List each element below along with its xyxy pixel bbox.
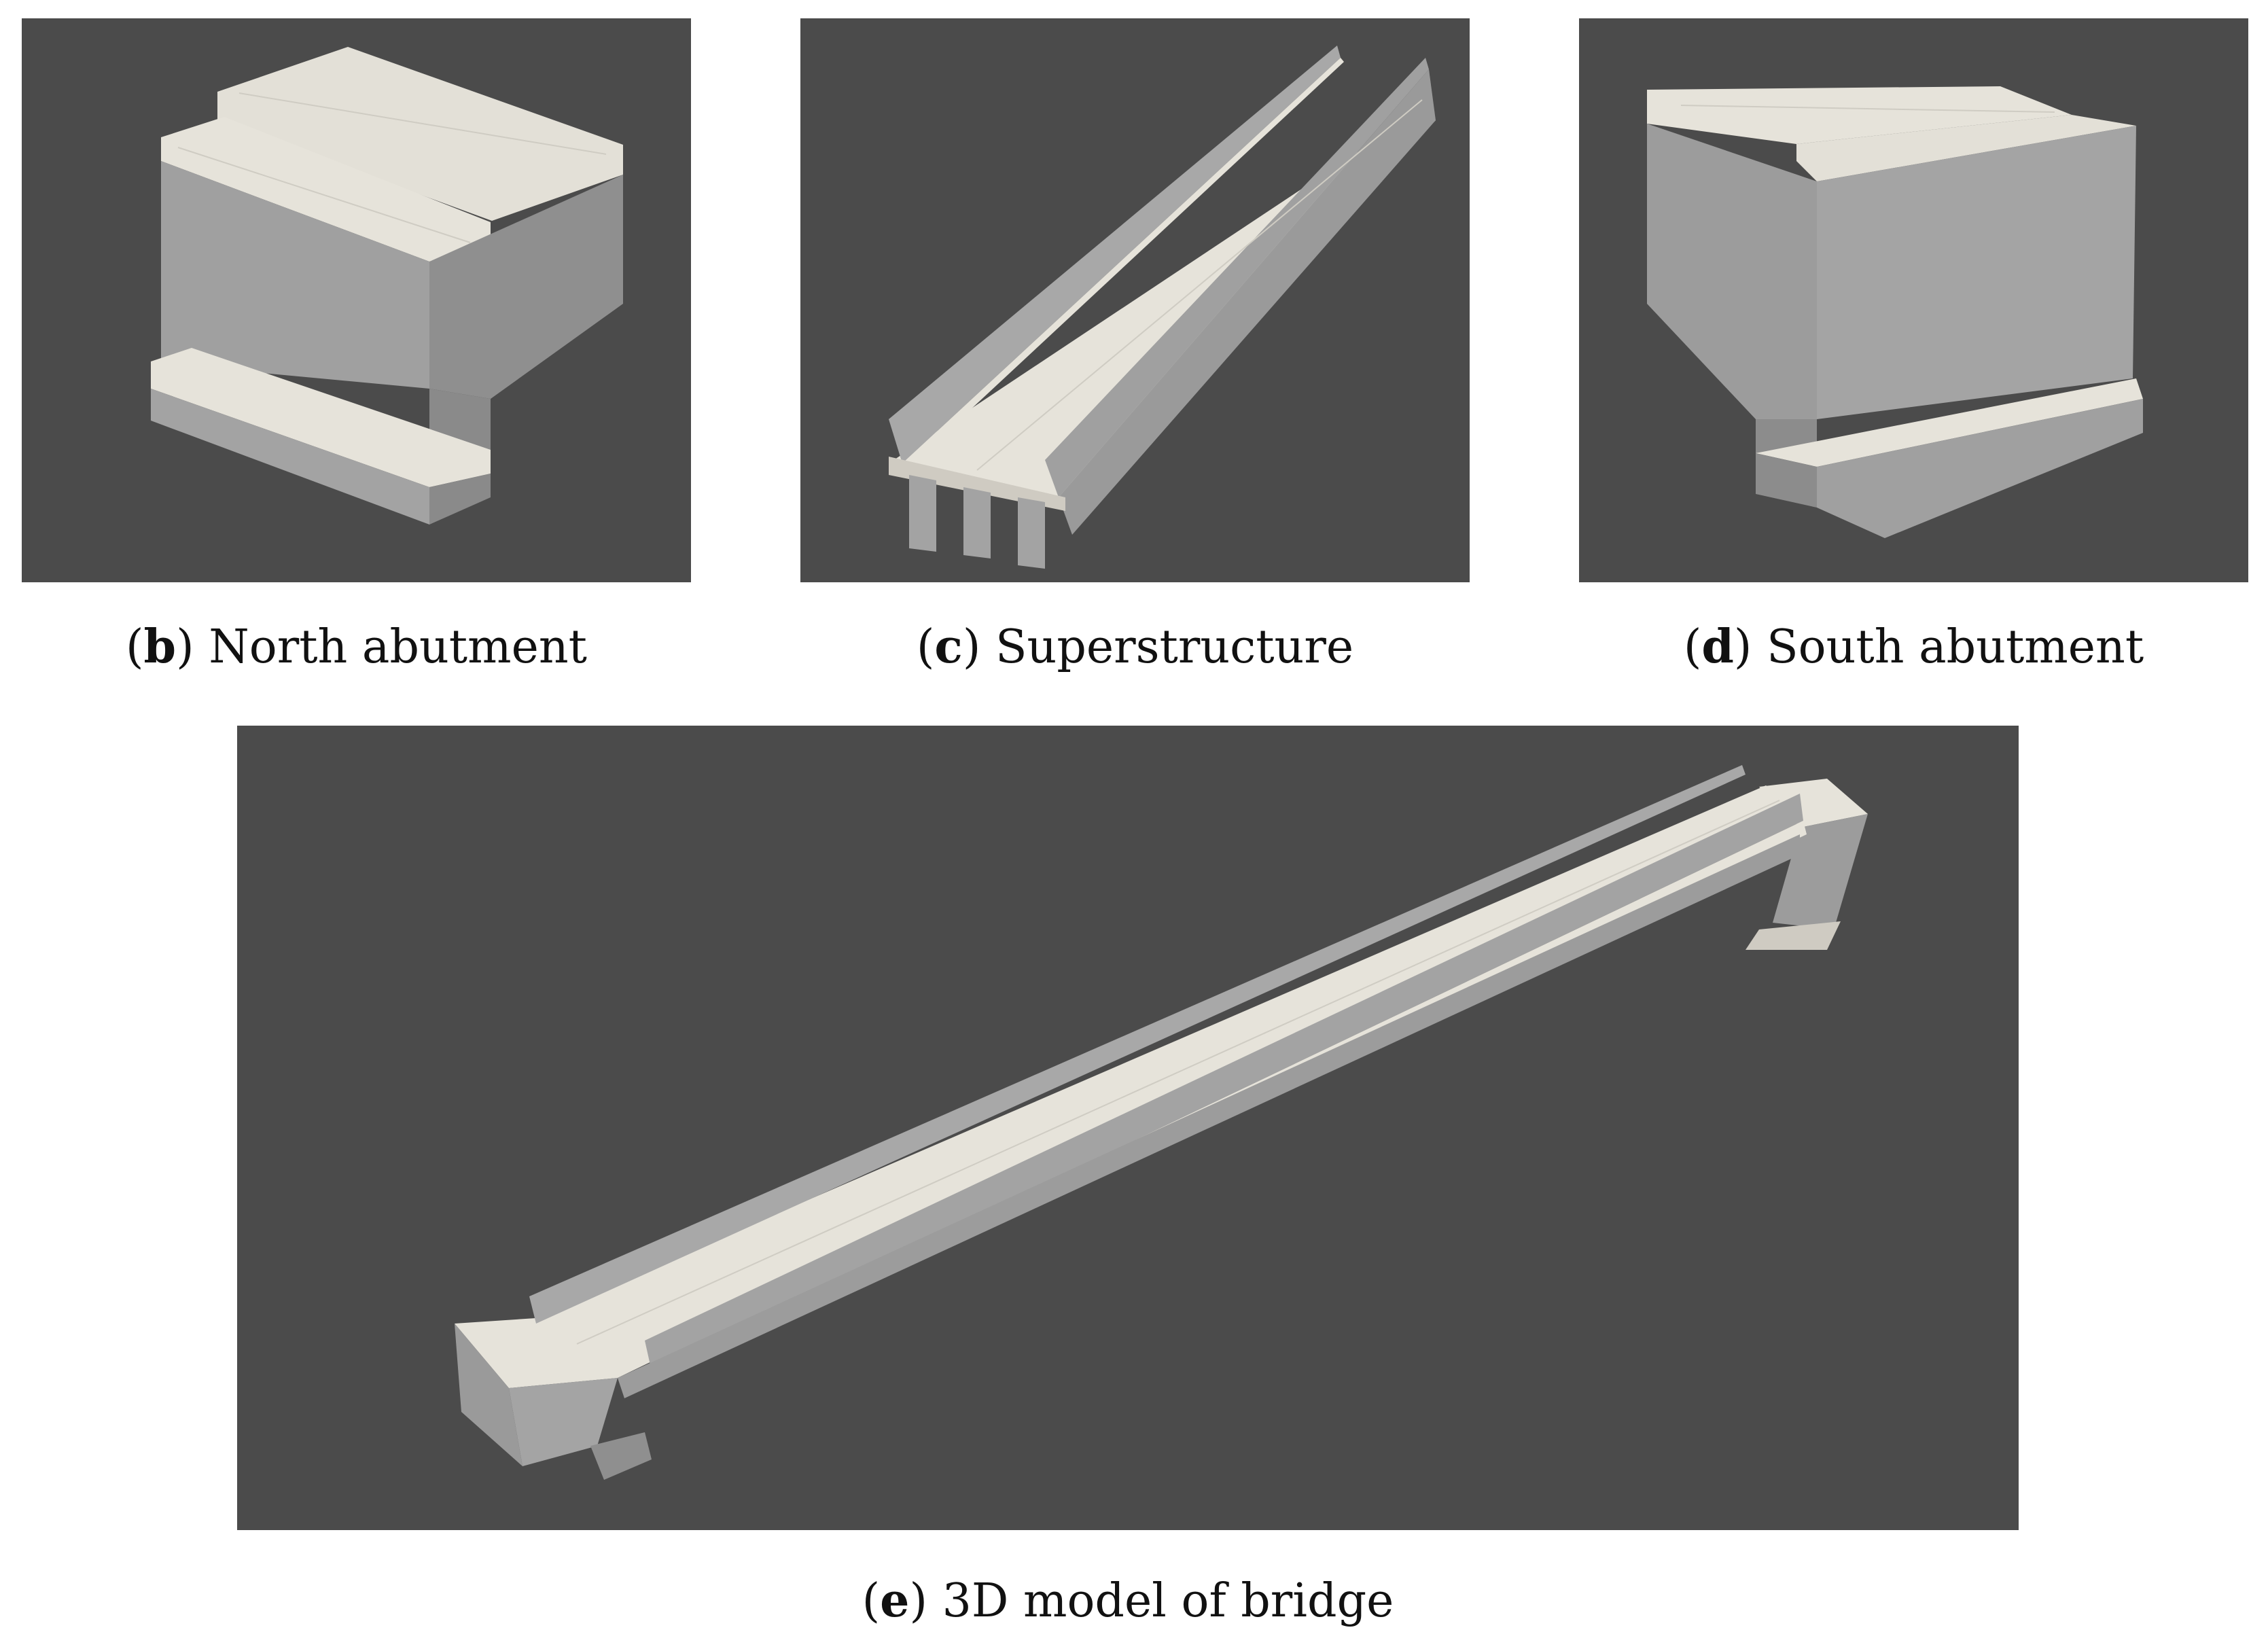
caption-north-abutment: (b) North abutment <box>126 620 587 674</box>
caption-south-abutment: (d) South abutment <box>1683 620 2144 674</box>
south-abutment-render <box>1579 18 2248 582</box>
caption-text: South abutment <box>1767 620 2144 674</box>
caption-letter: c <box>934 620 963 674</box>
superstructure-render <box>800 18 1470 582</box>
caption-letter: b <box>143 620 177 674</box>
superstructure-model <box>889 46 1436 569</box>
bridge-3d-render <box>237 726 2019 1530</box>
caption-superstructure: (c) Superstructure <box>916 620 1354 674</box>
north-abutment-model <box>151 47 623 525</box>
caption-letter: e <box>880 1574 910 1628</box>
caption-letter: d <box>1701 620 1734 674</box>
caption-text: North abutment <box>209 620 587 674</box>
caption-text: 3D model of bridge <box>942 1574 1394 1628</box>
caption-bridge-model: (e) 3D model of bridge <box>862 1574 1394 1628</box>
south-abutment-model <box>1647 86 2143 538</box>
north-abutment-render <box>22 18 691 582</box>
bridge-3d-model <box>455 765 1868 1480</box>
caption-text: Superstructure <box>995 620 1354 674</box>
